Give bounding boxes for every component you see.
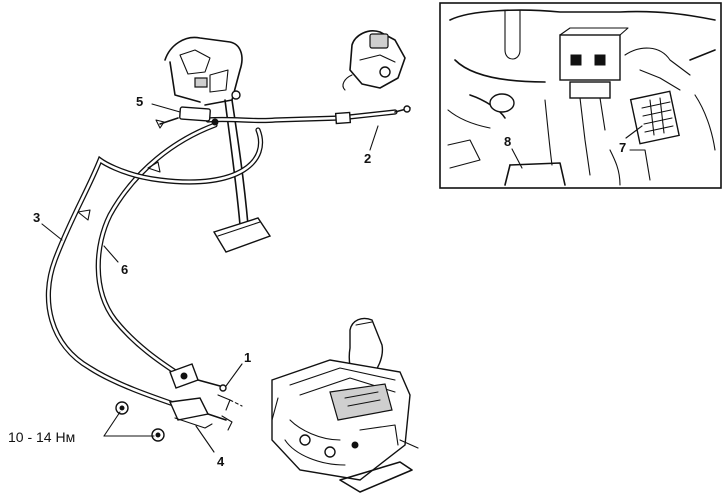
callout-1: 1 bbox=[244, 350, 251, 365]
leader-7 bbox=[625, 125, 643, 139]
callout-6: 6 bbox=[121, 262, 128, 277]
leader-lines bbox=[41, 103, 379, 453]
cable-2 bbox=[205, 105, 411, 125]
leader-2 bbox=[369, 125, 379, 151]
torque-note: 10 - 14 Нм bbox=[8, 429, 75, 445]
cable-clamp-top bbox=[155, 106, 219, 129]
bolt-lower bbox=[151, 428, 165, 442]
callout-2: 2 bbox=[364, 151, 371, 166]
callout-8: 8 bbox=[504, 134, 511, 149]
leader-8 bbox=[511, 148, 523, 169]
callout-7: 7 bbox=[619, 140, 626, 155]
leader-4 bbox=[195, 425, 215, 453]
leader-6 bbox=[103, 245, 119, 263]
actuator-unit bbox=[342, 30, 406, 91]
callout-5: 5 bbox=[136, 94, 143, 109]
bracket-4 bbox=[168, 397, 233, 431]
callout-3: 3 bbox=[33, 210, 40, 225]
cable-6 bbox=[95, 122, 218, 378]
cable-clips bbox=[77, 161, 161, 221]
pedal-bracket bbox=[164, 36, 272, 253]
bolt-upper bbox=[115, 401, 129, 415]
leader-5 bbox=[151, 103, 181, 113]
leader-3 bbox=[41, 223, 63, 241]
leader-1 bbox=[225, 363, 243, 387]
inset-panel bbox=[439, 2, 722, 189]
leader-torque-a bbox=[103, 411, 121, 437]
bracket-1 bbox=[169, 363, 243, 411]
callout-4: 4 bbox=[217, 454, 225, 469]
shifter-assembly bbox=[271, 317, 419, 493]
cable-3 bbox=[45, 127, 264, 411]
